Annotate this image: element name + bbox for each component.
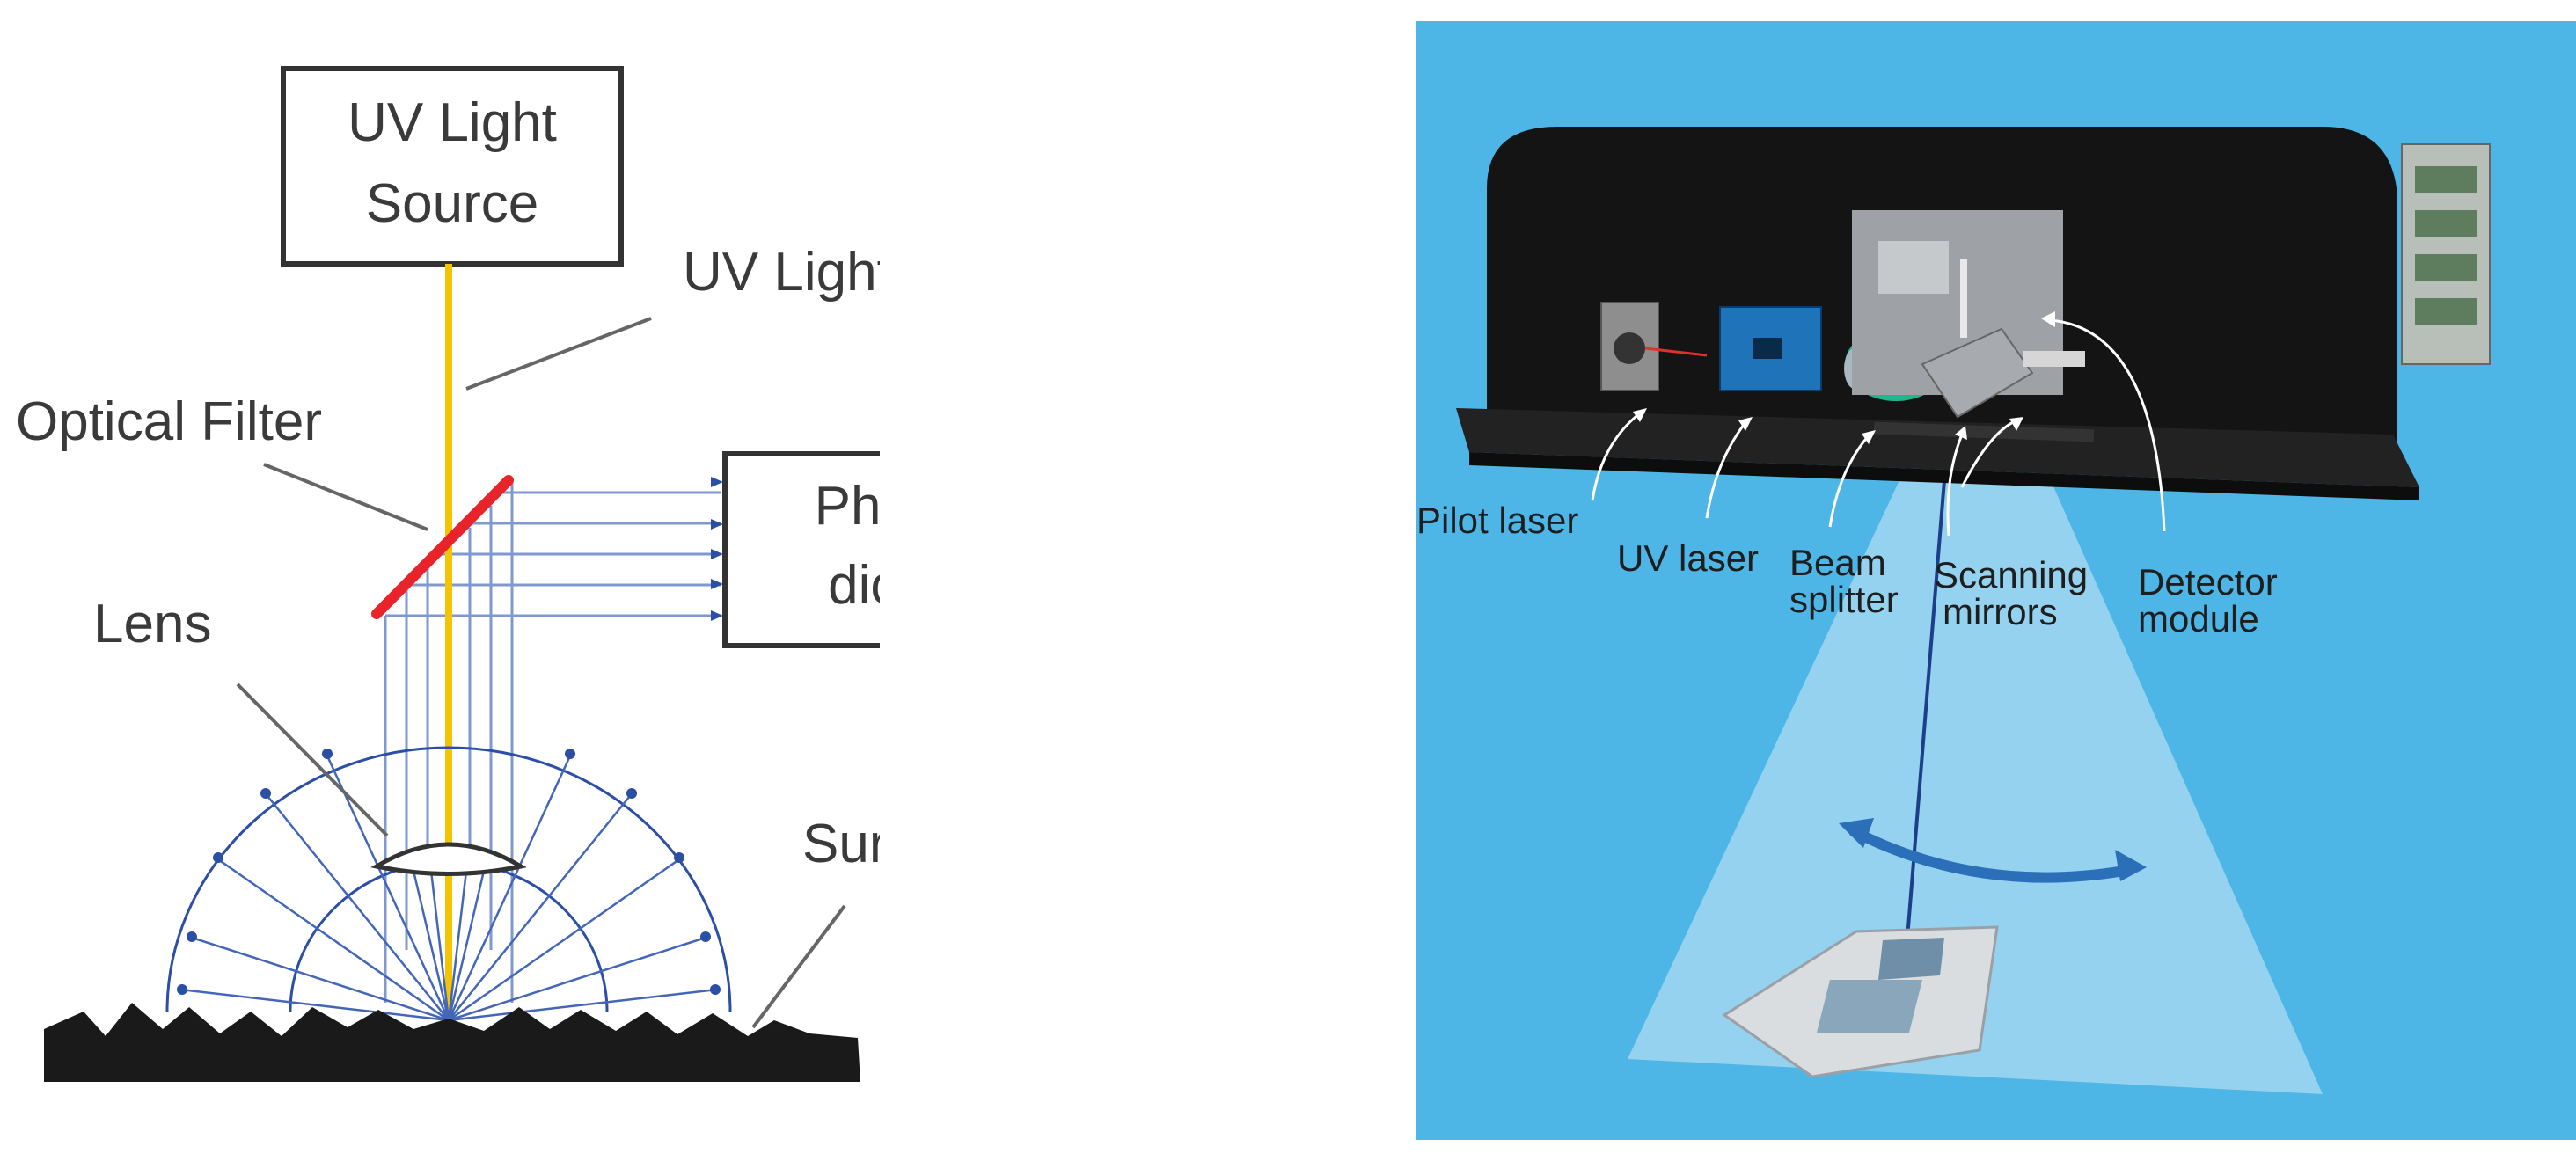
optical-filter — [371, 475, 514, 619]
beam-splitter-label-1: Beam — [1789, 542, 1886, 583]
uv-laser-label: UV laser — [1617, 537, 1759, 579]
scatter-arrowheads — [177, 749, 721, 995]
scanning-mirrors-label-2: mirrors — [1943, 591, 2058, 632]
pilot-laser-label: Pilot laser — [1416, 500, 1578, 541]
scattered-rays — [179, 751, 718, 1022]
rough-surface — [44, 1003, 860, 1082]
filter-label-group: Optical Filter — [16, 391, 428, 531]
uv-light-ray-label: UV Light Ray — [683, 242, 880, 303]
photodiode-line-1: Photo- — [815, 476, 880, 537]
source-box-line-1: UV Light — [348, 92, 557, 153]
scanning-mirrors-component — [1852, 210, 2085, 419]
scanning-system-illustration: Pilot laser UV laser Beam splitter Scann… — [1416, 21, 2576, 1140]
surface-label: Surface — [802, 814, 880, 874]
surface-label-group: Surface — [751, 814, 880, 1029]
ray-label-group: UV Light Ray — [465, 242, 880, 391]
sample-part — [1722, 925, 1999, 1078]
side-electronics — [2401, 143, 2491, 365]
lens — [370, 842, 527, 876]
uv-light-source-box: UV Light Source — [281, 66, 624, 267]
uv-reflection-schematic: UV Light Source Photo- diode — [16, 66, 880, 1082]
pilot-beam — [1644, 347, 1708, 357]
uv-laser-component — [1719, 306, 1822, 391]
reflected-light-paths — [384, 479, 721, 1003]
photodiode-line-2: diode — [828, 555, 880, 616]
scanning-mirrors-label-1: Scanning — [1934, 554, 2088, 595]
pilot-laser-component — [1600, 302, 1659, 391]
beam-splitter-label-2: splitter — [1789, 579, 1899, 620]
right-labels: Pilot laser UV laser Beam splitter Scann… — [1416, 500, 2278, 639]
scan-direction-arrow — [1839, 818, 2147, 883]
source-box-line-2: Source — [366, 173, 538, 234]
lens-label-group: Lens — [93, 594, 389, 837]
optical-filter-label: Optical Filter — [16, 391, 322, 452]
component-leader-lines — [1591, 318, 2166, 537]
detector-module-label-1: Detector — [2138, 561, 2278, 603]
laser-beam — [1903, 425, 1950, 972]
scan-cone — [1628, 478, 2323, 1094]
lens-label: Lens — [93, 594, 211, 654]
photodiode-box: Photo- diode — [722, 451, 880, 648]
photodiode-arrowheads — [711, 477, 723, 621]
leader-arrowheads — [1633, 311, 2055, 444]
detector-module-label-2: module — [2138, 598, 2259, 639]
